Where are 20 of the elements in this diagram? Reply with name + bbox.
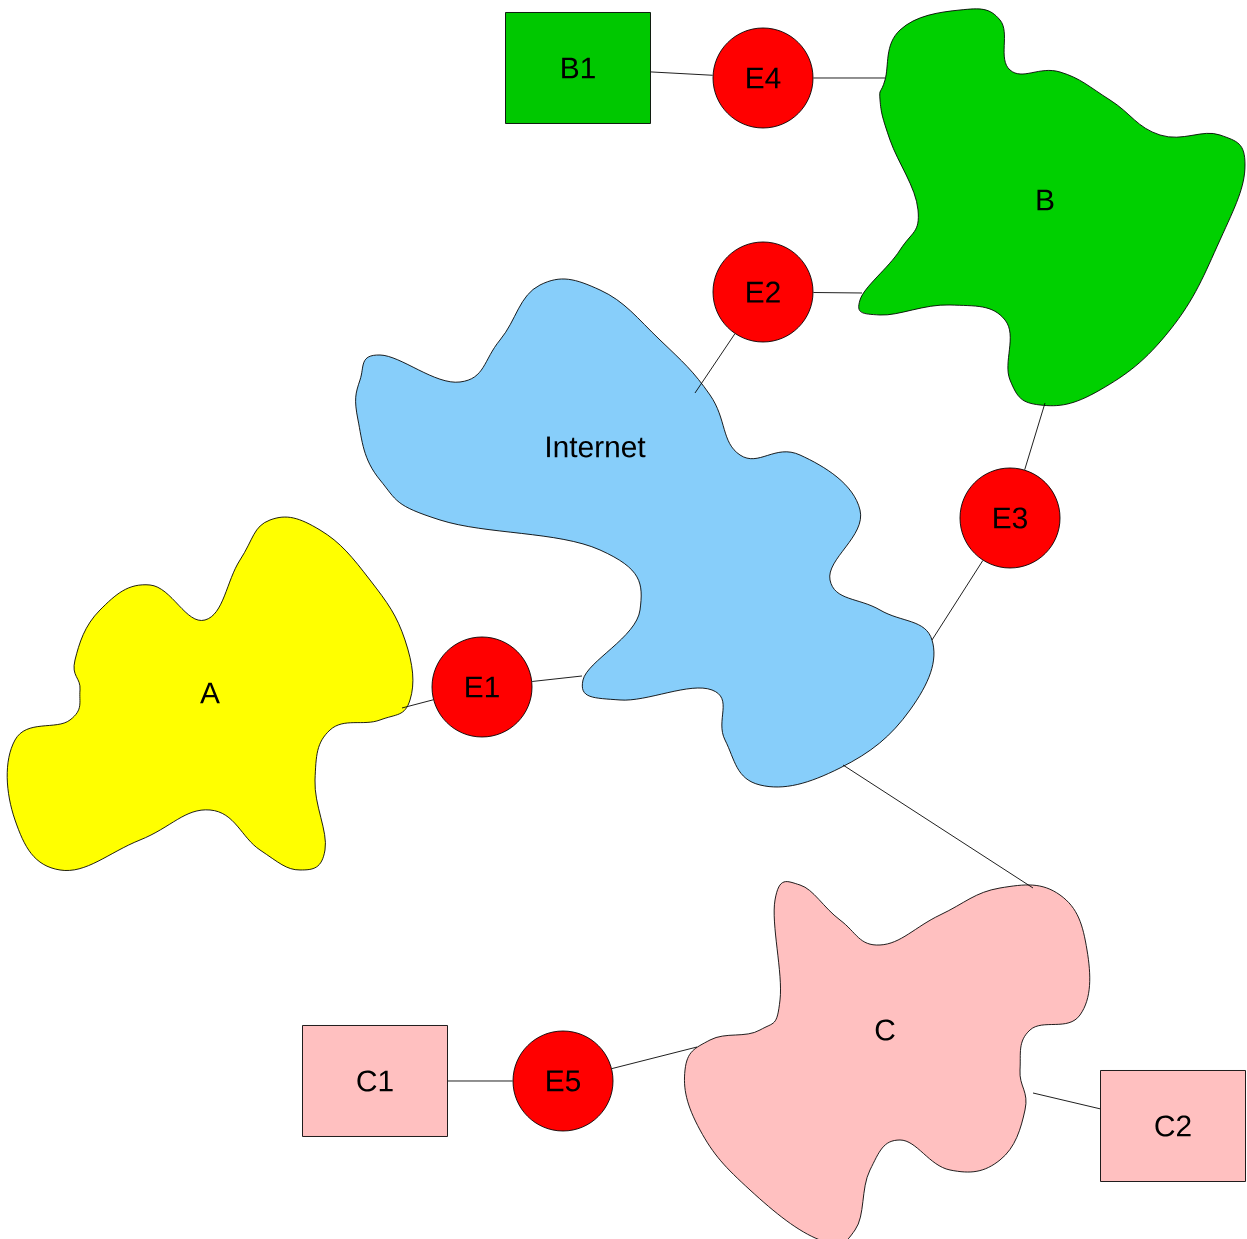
connector-line: [694, 333, 736, 394]
connector-line: [531, 675, 583, 682]
connector-line: [650, 71, 714, 76]
connector-line: [447, 1080, 513, 1082]
connector-line: [931, 560, 984, 641]
circle-node: E3: [959, 467, 1061, 569]
connector-line: [1024, 402, 1046, 471]
connector-line: [1032, 1092, 1101, 1110]
connector-line: [401, 699, 434, 709]
circle-node: E2: [712, 241, 814, 343]
circle-node: E1: [431, 636, 533, 738]
box-node: B1: [505, 12, 651, 124]
connector-line: [611, 1046, 698, 1070]
connector-line: [813, 77, 886, 79]
box-node: C1: [302, 1025, 448, 1137]
circle-node: E5: [512, 1030, 614, 1132]
connector-line: [842, 764, 1034, 889]
box-node: C2: [1100, 1070, 1246, 1182]
circle-node: E4: [712, 27, 814, 129]
connector-line: [813, 292, 863, 294]
